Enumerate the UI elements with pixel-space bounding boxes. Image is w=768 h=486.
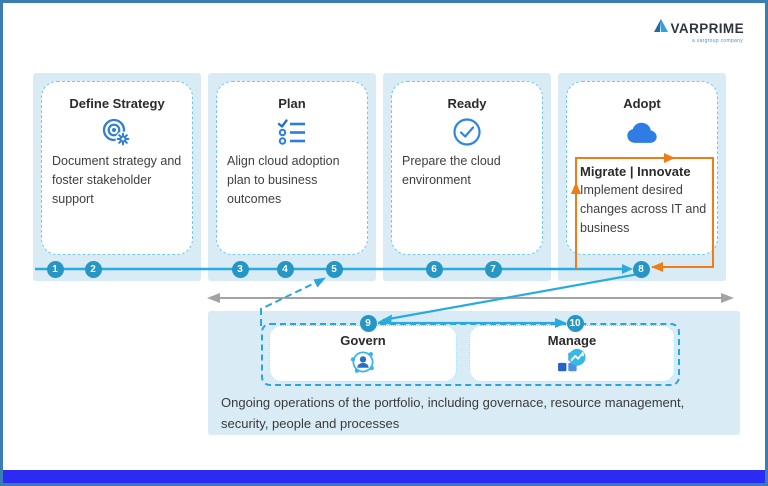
adopt-cycle-text: Migrate | Innovate Implement desired cha… [580,164,711,238]
cloud-icon [567,115,717,149]
stage-card-define-strategy: Define Strategy Docume [41,81,193,255]
adopt-cycle-heading: Migrate | Innovate [580,164,691,179]
stage-card-plan: Plan Align cloud adoption plan to busine… [216,81,368,255]
stage-title: Adopt [623,96,661,111]
stage-column-define-strategy: Define Strategy Docume [33,73,201,281]
strategy-target-gear-icon [42,115,192,149]
stage-description: Document strategy and foster stakeholder… [52,154,182,206]
brand-tagline: a vargroup company [692,38,743,44]
stage-title: Define Strategy [69,96,165,111]
stage-column-ready: Ready Prepare the cloud environment [383,73,551,281]
govern-community-icon [348,348,378,381]
step-badge-3: 3 [231,260,249,278]
step-badge-10: 10 [566,314,584,332]
step-badge-4: 4 [276,260,294,278]
stage-description: Prepare the cloud environment [402,154,501,187]
footer-accent-bar [3,470,765,483]
step-badge-5: 5 [325,260,343,278]
checklist-icon [217,115,367,149]
step-badge-7: 7 [484,260,502,278]
stage-title: Ready [447,96,487,111]
stage-column-plan: Plan Align cloud adoption plan to busine… [208,73,376,281]
stage-card-ready: Ready Prepare the cloud environment [391,81,543,255]
stage-column-adopt: Adopt Migrate | Innovate Implement desir… [558,73,726,281]
govern-title: Govern [340,333,386,348]
stage-card-adopt: Adopt Migrate | Innovate Implement desir… [566,81,718,255]
manage-card: Manage [469,325,675,382]
govern-card: Govern [269,325,457,382]
stage-description: Align cloud adoption plan to business ou… [227,154,340,206]
operations-description: Ongoing operations of the portfolio, inc… [221,395,685,431]
step-badge-6: 6 [425,260,443,278]
logo: VARPRIME a vargroup company [653,19,744,44]
brand-name: VARPRIME [670,20,744,36]
step-badge-2: 2 [84,260,102,278]
step-badge-8: 8 [632,260,650,278]
manage-title: Manage [547,333,597,348]
adopt-cycle-description: Implement desired changes across IT and … [580,183,707,235]
stage-title: Plan [278,96,306,111]
logo-triangle-icon [653,19,668,37]
manage-chart-icon [557,348,587,380]
step-badge-9: 9 [359,314,377,332]
check-circle-icon [392,115,542,149]
step-badge-1: 1 [46,260,64,278]
